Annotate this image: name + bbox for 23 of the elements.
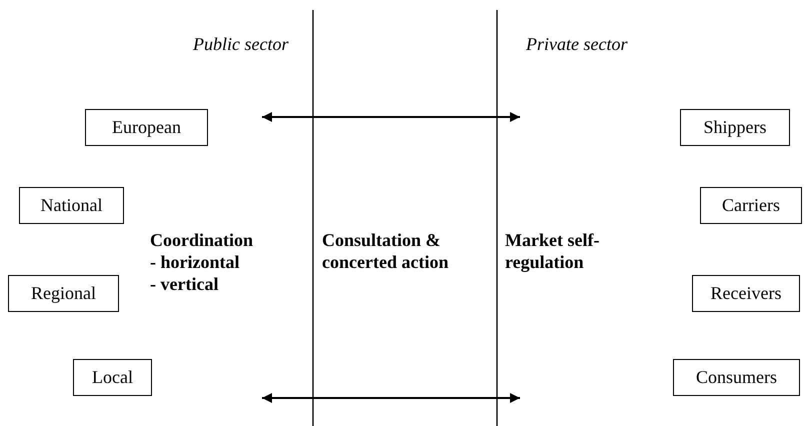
- column-heading: Market self-regulation: [505, 229, 600, 273]
- tier-box: [692, 275, 800, 312]
- tier-box: [73, 359, 152, 396]
- column-item: - vertical: [150, 273, 220, 295]
- box-label: Consumers: [696, 367, 777, 388]
- tier-box: [680, 109, 790, 146]
- box-label: Carriers: [722, 195, 780, 216]
- tier-box: [700, 187, 802, 224]
- sector-heading: Private sector: [526, 33, 628, 55]
- box-label: Regional: [31, 283, 96, 304]
- box-label: National: [40, 195, 102, 216]
- box-label: Receivers: [710, 283, 782, 304]
- tier-box: [85, 109, 208, 146]
- column-heading: Coordination: [150, 229, 254, 251]
- tier-box: [673, 359, 800, 396]
- sector-heading: Public sector: [193, 33, 290, 55]
- column-item: - horizontal: [150, 251, 240, 273]
- column-heading: Consultation & concerted action: [322, 229, 450, 273]
- tier-box: [19, 187, 124, 224]
- box-label: European: [112, 117, 181, 138]
- box-label: Shippers: [704, 117, 766, 138]
- box-label: Local: [92, 367, 133, 388]
- tier-box: [8, 275, 119, 312]
